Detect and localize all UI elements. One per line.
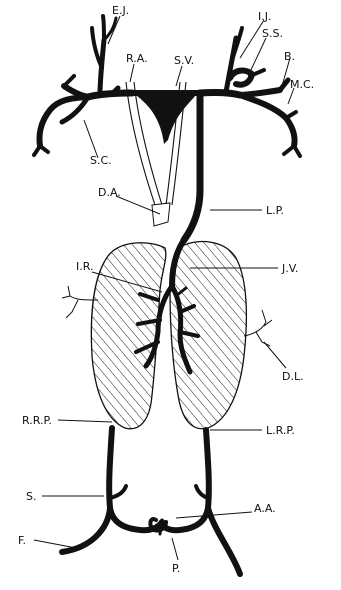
- label-lrp: L.R.P.: [266, 424, 295, 437]
- label-ra: R.A.: [126, 52, 148, 65]
- label-s: S.: [26, 490, 36, 503]
- right-anterior-veins: [34, 16, 200, 155]
- label-b: B.: [284, 50, 295, 63]
- label-lp: L.P.: [266, 204, 284, 217]
- label-ss: S.S.: [262, 27, 283, 40]
- label-da: D.A.: [98, 186, 121, 199]
- sinus-venosus: [132, 92, 198, 144]
- label-dl: D.L.: [282, 370, 304, 383]
- label-mc: M.C.: [290, 78, 314, 91]
- label-p: P.: [172, 562, 180, 575]
- label-ir: I.R.: [76, 260, 94, 273]
- right-lung: [91, 243, 165, 429]
- label-sc: S.C.: [90, 154, 112, 167]
- label-f: F.: [18, 534, 26, 547]
- label-rrp: R.R.P.: [22, 414, 52, 427]
- label-ej: E.J.: [112, 4, 129, 17]
- label-jv: J.V.: [281, 262, 298, 275]
- label-ij: I.J.: [258, 10, 271, 23]
- left-anterior-veins: [200, 28, 300, 156]
- label-aa: A.A.: [254, 502, 276, 515]
- label-sv: S.V.: [174, 54, 194, 67]
- renal-portal-veins: [62, 428, 240, 574]
